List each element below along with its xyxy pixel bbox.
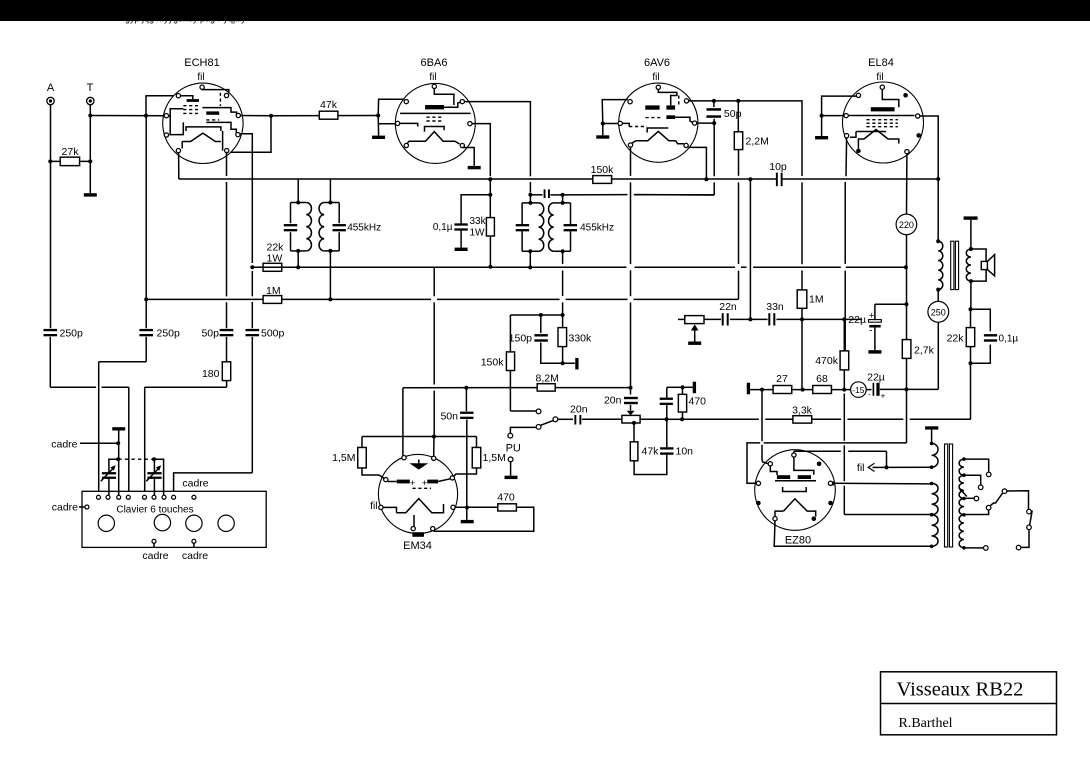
- svg-text:180: 180: [202, 368, 220, 380]
- svg-text:EM34: EM34: [403, 540, 432, 552]
- svg-text:22µ: 22µ: [867, 372, 885, 384]
- svg-text:27: 27: [776, 373, 788, 385]
- svg-text:6BA6: 6BA6: [421, 57, 448, 69]
- svg-text:EZ80: EZ80: [785, 535, 811, 547]
- svg-text:33n: 33n: [766, 301, 784, 313]
- svg-text:50n: 50n: [440, 411, 458, 423]
- svg-text:fil: fil: [857, 462, 865, 474]
- svg-text:455kHz: 455kHz: [580, 223, 614, 234]
- svg-text:Clavier 6 touches: Clavier 6 touches: [116, 504, 193, 515]
- svg-text:fil: fil: [876, 72, 883, 83]
- svg-text:1,5M: 1,5M: [332, 452, 355, 464]
- svg-text:Visseaux RB22: Visseaux RB22: [897, 679, 1024, 701]
- svg-text:47k: 47k: [320, 99, 338, 111]
- svg-text:22µ: 22µ: [848, 314, 866, 326]
- svg-text:fil: fil: [429, 72, 436, 83]
- svg-text:250p: 250p: [157, 328, 181, 340]
- svg-text:1M: 1M: [809, 294, 824, 306]
- svg-text:455kHz: 455kHz: [347, 223, 381, 234]
- svg-text:3,3k: 3,3k: [792, 405, 813, 417]
- svg-text:-: -: [868, 390, 871, 399]
- svg-text:6AV6: 6AV6: [644, 57, 670, 69]
- svg-text:fil: fil: [652, 72, 659, 83]
- svg-text:10p: 10p: [769, 161, 787, 173]
- svg-text:50p: 50p: [201, 328, 219, 340]
- svg-text:A: A: [47, 82, 55, 94]
- svg-text:20n: 20n: [604, 395, 622, 407]
- svg-text:0,1µ: 0,1µ: [433, 222, 453, 233]
- svg-text:-: -: [869, 326, 872, 337]
- svg-text:33k: 33k: [470, 216, 487, 227]
- svg-text:2,7k: 2,7k: [914, 345, 935, 357]
- svg-text:T: T: [87, 82, 94, 94]
- svg-text:1M: 1M: [266, 285, 281, 297]
- svg-text:20n: 20n: [570, 404, 588, 416]
- svg-text:150k: 150k: [591, 164, 615, 176]
- svg-text:1W: 1W: [267, 253, 283, 265]
- svg-text:PU: PU: [506, 443, 521, 455]
- svg-text:cadre: cadre: [182, 550, 208, 562]
- svg-text:250: 250: [931, 307, 946, 317]
- svg-text:330k: 330k: [569, 333, 593, 345]
- svg-text:EL84: EL84: [868, 57, 894, 69]
- svg-text:8,2M: 8,2M: [536, 372, 559, 384]
- svg-text:27k: 27k: [62, 146, 80, 158]
- svg-text:cadre: cadre: [52, 502, 78, 514]
- svg-text:fil: fil: [370, 501, 377, 512]
- svg-text:470: 470: [689, 396, 707, 408]
- svg-text:cadre: cadre: [142, 550, 168, 562]
- svg-text:+: +: [869, 310, 874, 320]
- svg-text:+: +: [410, 478, 416, 489]
- svg-text:0,1µ: 0,1µ: [999, 334, 1019, 345]
- svg-text:2,2M: 2,2M: [746, 136, 769, 148]
- svg-text:cadre: cadre: [182, 478, 208, 490]
- svg-text:+: +: [881, 392, 886, 401]
- svg-text:470: 470: [497, 492, 515, 504]
- svg-text:1W: 1W: [470, 228, 486, 239]
- svg-text:10n: 10n: [676, 446, 694, 458]
- svg-text:22k: 22k: [947, 333, 965, 345]
- svg-text:+: +: [422, 478, 428, 489]
- svg-text:22n: 22n: [719, 301, 737, 313]
- svg-text:500p: 500p: [261, 328, 285, 340]
- svg-text:250p: 250p: [60, 328, 84, 340]
- svg-text:ECH81: ECH81: [184, 57, 219, 69]
- svg-text:150p: 150p: [509, 333, 533, 345]
- svg-text:470k: 470k: [815, 355, 839, 367]
- svg-text:-15: -15: [852, 385, 865, 395]
- svg-text:220: 220: [899, 220, 914, 230]
- svg-text:1,5M: 1,5M: [483, 452, 506, 464]
- svg-text:R.Barthel: R.Barthel: [899, 716, 953, 731]
- svg-text:fil: fil: [197, 72, 204, 83]
- svg-text:cadre: cadre: [51, 438, 77, 450]
- svg-text:68: 68: [816, 373, 828, 385]
- svg-text:150k: 150k: [481, 357, 505, 369]
- svg-text:47k: 47k: [642, 446, 660, 458]
